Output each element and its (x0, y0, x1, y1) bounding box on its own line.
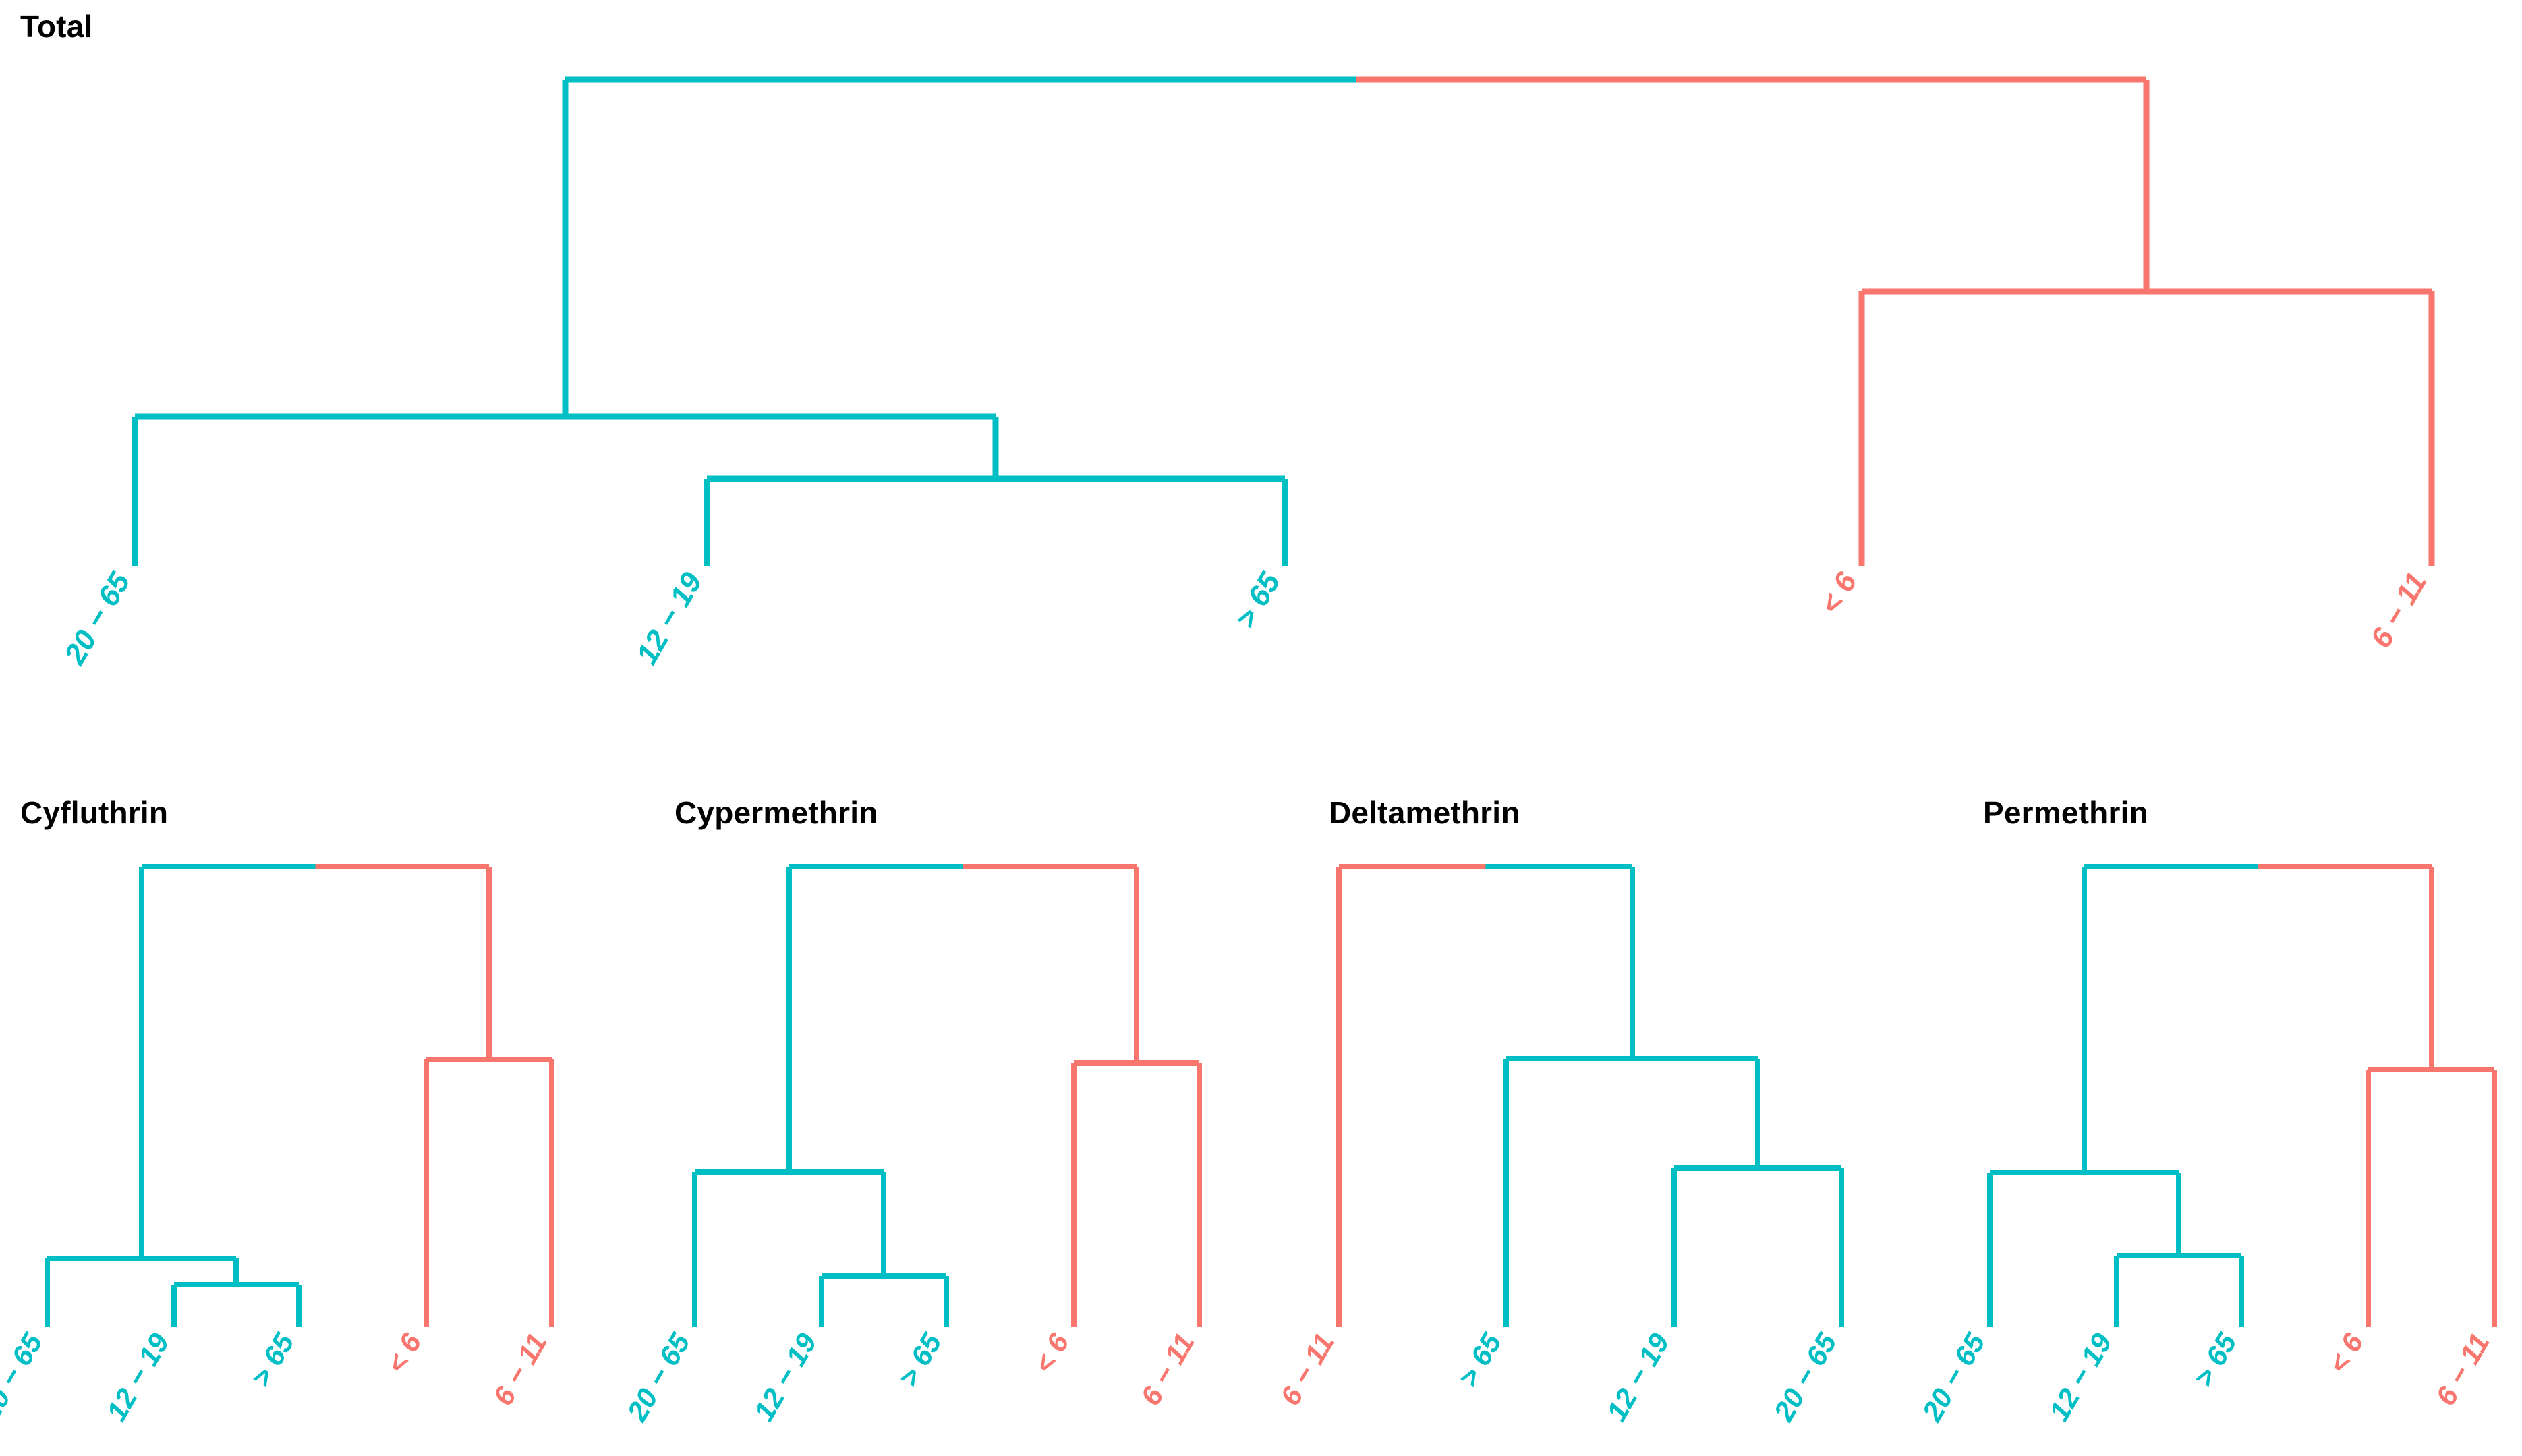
leaf-label-permethrin-0: 20 − 65 (1916, 1327, 1991, 1426)
leaf-label-permethrin-4: 6 − 11 (2430, 1328, 2496, 1411)
branches-cypermethrin (692, 864, 1202, 1327)
panel-title-total: Total (20, 9, 93, 44)
panel-title-permethrin: Permethrin (1983, 795, 2148, 830)
leaf-label-permethrin-3: < 6 (2322, 1327, 2370, 1378)
branches-deltamethrin (1336, 864, 1844, 1327)
leaf-label-permethrin-1: 12 − 19 (2042, 1327, 2118, 1426)
panel-title-cypermethrin: Cypermethrin (675, 795, 878, 830)
panel-title-cyfluthrin: Cyfluthrin (20, 795, 169, 830)
branches-cyfluthrin (45, 864, 554, 1327)
branches-total (132, 76, 2435, 566)
branches-permethrin (1987, 864, 2497, 1327)
panel-title-deltamethrin: Deltamethrin (1329, 795, 1520, 830)
leaf-label-permethrin-2: > 65 (2187, 1327, 2243, 1392)
